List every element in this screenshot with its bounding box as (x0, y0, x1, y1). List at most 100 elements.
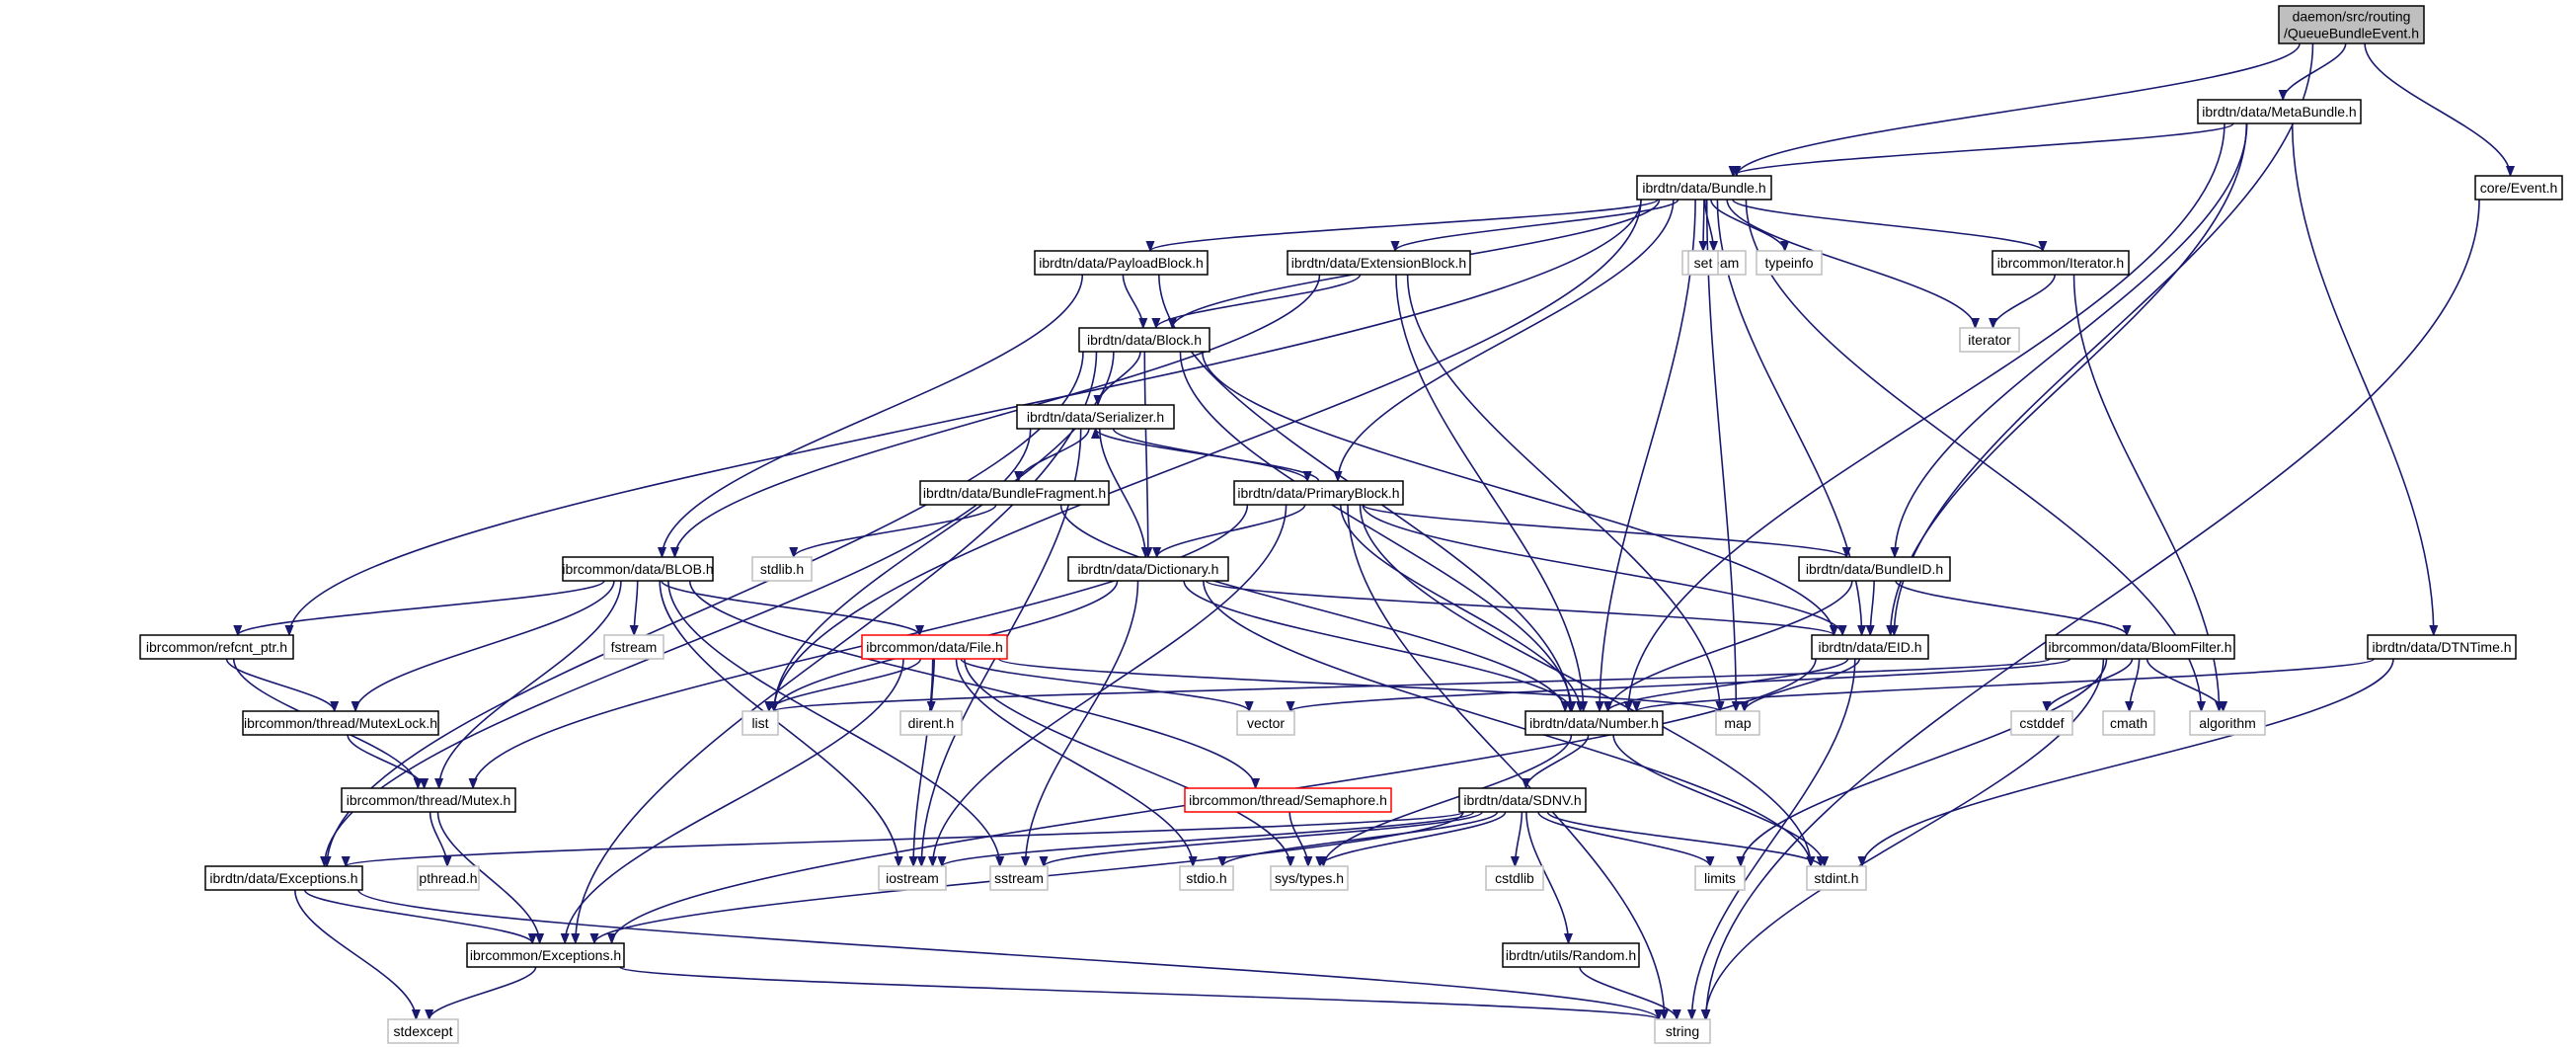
node-label: ibrdtn/data/EID.h (1818, 639, 1921, 655)
edge-bundle-to-typeinfo (1710, 199, 1785, 252)
node-box (1067, 556, 1229, 582)
node-random[interactable]: ibrdtn/utils/Random.h (1502, 942, 1640, 968)
node-file[interactable]: ibrcommon/data/File.h (861, 634, 1008, 660)
edge-file-to-dirent (931, 658, 934, 711)
node-label: /QueueBundleEvent.h (2284, 26, 2419, 41)
node-label: ibrcommon/data/BLOB.h (562, 561, 713, 577)
edge-eid-to-number (1608, 658, 1849, 712)
node-label: ibrdtn/data/BundleFragment.h (923, 485, 1106, 501)
edge-sdnv-to-exceptionsdtn (346, 811, 1464, 867)
node-box (1806, 865, 1867, 891)
node-label: ibrcommon/data/File.h (866, 639, 1003, 655)
edge-bloom-to-cstddef (2047, 658, 2134, 712)
node-label: map (1724, 715, 1751, 731)
node-pthread: pthread.h (417, 865, 480, 891)
edge-primary-to-number (1340, 504, 1581, 711)
edge-exceptionscommon-to-stdexcept (429, 966, 537, 1020)
node-bloom[interactable]: ibrcommon/data/BloomFilter.h (2045, 634, 2235, 660)
node-mutex[interactable]: ibrcommon/thread/Mutex.h (341, 787, 516, 813)
node-bundlefragment[interactable]: ibrdtn/data/BundleFragment.h (919, 480, 1110, 506)
edge-dtntime-to-stdint (1862, 658, 2394, 866)
node-primary[interactable]: ibrdtn/data/PrimaryBlock.h (1233, 480, 1404, 506)
edge-bundle-to-set (1703, 199, 1704, 251)
node-box (466, 942, 625, 968)
node-dictionary[interactable]: ibrdtn/data/Dictionary.h (1067, 556, 1229, 582)
edge-mutexlock-to-mutex (347, 734, 425, 789)
edge-blob-to-mutex (439, 580, 622, 788)
node-box (1485, 865, 1544, 891)
node-box (387, 1018, 459, 1044)
node-box (1287, 250, 1471, 276)
node-refcnt[interactable]: ibrcommon/refcnt_ptr.h (139, 634, 294, 660)
node-label: set (1694, 255, 1713, 271)
node-bundle[interactable]: ibrdtn/data/Bundle.h (1636, 175, 1772, 201)
node-box (899, 710, 963, 736)
edge-block-to-serializer (1098, 351, 1141, 406)
node-label: stdexcept (394, 1023, 453, 1039)
node-label: ibrdtn/data/Serializer.h (1027, 409, 1164, 425)
node-bundleid[interactable]: ibrdtn/data/BundleID.h (1798, 556, 1951, 582)
edge-blob-to-fstream (634, 580, 638, 635)
edge-sdnv-to-sstream (1044, 811, 1483, 867)
node-box (2010, 710, 2073, 736)
node-label: ibrcommon/thread/Mutex.h (347, 792, 511, 808)
edge-payload-to-blob (663, 274, 1084, 557)
edge-block-to-eid (1202, 351, 1834, 635)
node-label: string (1666, 1023, 1699, 1039)
node-box (2189, 710, 2266, 736)
node-iteratorh[interactable]: ibrcommon/Iterator.h (1991, 250, 2130, 276)
node-mutexlock[interactable]: ibrcommon/thread/MutexLock.h (242, 710, 439, 736)
edge-mutex-to-pthread (429, 811, 447, 867)
node-box (562, 556, 714, 582)
node-label: stdlib.h (760, 561, 804, 577)
edge-block-to-dictionary (1144, 351, 1148, 557)
node-root[interactable]: daemon/src/routing/QueueBundleEvent.h (2278, 5, 2425, 44)
edge-bloom-to-algorithm (2146, 658, 2224, 712)
edge-primary-to-bundleid (1362, 504, 1847, 558)
edge-block-to-list (774, 351, 1115, 711)
edge-block-to-exceptionscommon (576, 351, 1098, 943)
node-blob[interactable]: ibrcommon/data/BLOB.h (562, 556, 714, 582)
node-dtntime[interactable]: ibrdtn/data/DTNTime.h (2367, 634, 2517, 660)
edge-bloom-to-cmath (2130, 658, 2141, 711)
node-block[interactable]: ibrdtn/data/Block.h (1078, 327, 1210, 353)
node-extension[interactable]: ibrdtn/data/ExtensionBlock.h (1287, 250, 1471, 276)
node-box (1654, 1018, 1711, 1044)
node-number[interactable]: ibrdtn/data/Number.h (1524, 710, 1664, 736)
node-box (1236, 710, 1295, 736)
edge-exceptionscommon-to-string (619, 966, 1659, 1020)
edge-mutex-to-exceptionscommon (436, 811, 540, 943)
edge-extension-to-block (1156, 274, 1362, 329)
node-exceptionsdtn[interactable]: ibrdtn/data/Exceptions.h (204, 865, 363, 891)
node-box (1694, 865, 1746, 891)
edge-bloom-to-list (774, 658, 2051, 712)
node-label: fstream (611, 639, 658, 655)
node-exceptionscommon[interactable]: ibrcommon/Exceptions.h (466, 942, 625, 968)
node-box (1179, 865, 1234, 891)
edge-file-to-exceptionscommon (565, 658, 904, 943)
node-semaphore[interactable]: ibrcommon/thread/Semaphore.h (1184, 787, 1392, 813)
edge-exceptionsdtn-to-exceptionscommon (303, 889, 533, 944)
node-sstream: sstream (989, 865, 1049, 891)
edge-blob-to-refcnt (238, 580, 605, 636)
edge-exceptionsdtn-to-string (357, 889, 1659, 1020)
edge-bundle-to-extension (1395, 199, 1679, 252)
node-label: ibrdtn/data/Dictionary.h (1078, 561, 1219, 577)
node-sdnv[interactable]: ibrdtn/data/SDNV.h (1458, 787, 1587, 813)
node-event[interactable]: core/Event.h (2474, 175, 2563, 201)
node-serializer[interactable]: ibrdtn/data/Serializer.h (1016, 404, 1175, 430)
node-box (242, 710, 439, 736)
edges-layer (225, 42, 2511, 1020)
node-eid[interactable]: ibrdtn/data/EID.h (1811, 634, 1929, 660)
node-box (1270, 865, 1349, 891)
edge-serializer-to-dictionary (1099, 428, 1146, 557)
edge-file-to-iostream (913, 658, 934, 866)
node-box (1991, 250, 2130, 276)
node-label: ibrcommon/thread/Semaphore.h (1189, 792, 1387, 808)
edge-file-to-list (769, 658, 922, 712)
node-payload[interactable]: ibrdtn/data/PayloadBlock.h (1034, 250, 1209, 276)
edge-bundle-to-iterator (1726, 199, 1975, 329)
node-box (751, 556, 813, 582)
node-metabundle[interactable]: ibrdtn/data/MetaBundle.h (2197, 99, 2362, 124)
edge-serializer-to-bundlefragment (1019, 428, 1090, 482)
